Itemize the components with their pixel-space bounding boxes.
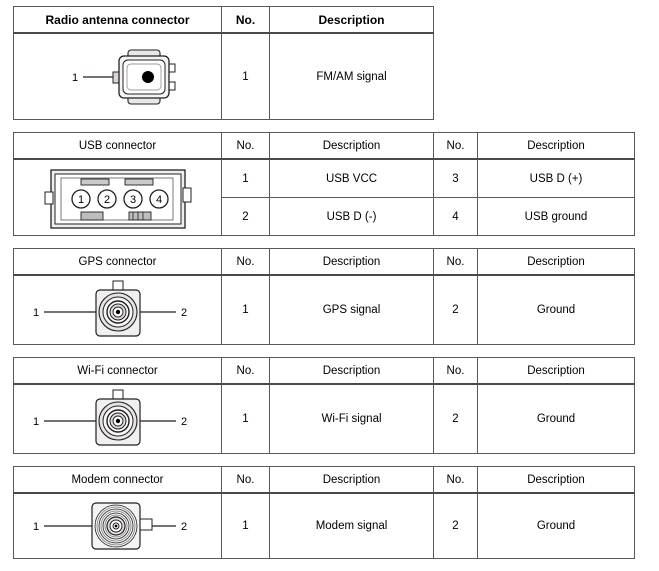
pin-description: Wi-Fi signal [269, 383, 434, 454]
pin-number: 1 [221, 32, 270, 120]
diagram-label-1: 1 [32, 416, 38, 428]
usb-connector-table: USB connector No. Description No. Descri… [13, 132, 635, 236]
column-header-description-2: Description [477, 357, 635, 385]
column-header-no: No. [221, 357, 270, 385]
table-row: 1 2 3 4 1 USB VCC 3 USB D (+) [13, 158, 635, 236]
gps-connector-diagram-cell: 1 2 [13, 274, 222, 345]
column-header-description: Description [269, 248, 434, 276]
modem-connector-diagram-cell: 1 2 [13, 492, 222, 559]
diagram-label-1: 1 [32, 307, 38, 319]
column-header-no-2: No. [433, 248, 478, 276]
pin-description: FM/AM signal [269, 32, 434, 120]
pin-description: USB D (-) [269, 197, 434, 236]
pin-description: Modem signal [269, 492, 434, 559]
column-header-connector: USB connector [13, 132, 222, 160]
column-header-description-2: Description [477, 132, 635, 160]
pin-number: 1 [221, 158, 270, 198]
diagram-label-2: 2 [180, 521, 186, 533]
gps-connector-diagram: 1 2 [14, 278, 221, 342]
column-header-no: No. [221, 6, 270, 34]
pin-number: 1 [221, 492, 270, 559]
radio-antenna-connector-table: Radio antenna connector No. Description … [13, 6, 434, 120]
column-header-no: No. [221, 466, 270, 494]
column-header-connector: GPS connector [13, 248, 222, 276]
pin-description-2: Ground [477, 274, 635, 345]
pin-number-2: 3 [433, 158, 478, 198]
column-header-description: Description [269, 357, 434, 385]
column-header-no: No. [221, 248, 270, 276]
pin-description-2: Ground [477, 383, 635, 454]
pin-number-2: 2 [433, 492, 478, 559]
pin-number-2: 4 [433, 197, 478, 236]
pin-description-2: Ground [477, 492, 635, 559]
pin-number-2: 2 [433, 383, 478, 454]
column-header-description-2: Description [477, 248, 635, 276]
radio-antenna-connector-diagram-cell: 1 [13, 32, 222, 120]
gps-connector-table: GPS connector No. Description No. Descri… [13, 248, 635, 345]
column-header-no-2: No. [433, 132, 478, 160]
diagram-label-2: 2 [180, 416, 186, 428]
table-header-row: GPS connector No. Description No. Descri… [13, 248, 635, 276]
pin-description: GPS signal [269, 274, 434, 345]
diagram-label-2: 2 [180, 307, 186, 319]
diagram-label-1: 1 [32, 521, 38, 533]
table-row: 2 USB D (-) 4 USB ground [14, 197, 635, 236]
pin-number: 1 [221, 383, 270, 454]
column-header-no-2: No. [433, 466, 478, 494]
diagram-label-2: 2 [103, 194, 109, 206]
modem-connector-diagram: 1 2 [14, 497, 221, 555]
table-row: 1 2 [13, 492, 635, 559]
table-header-row: Modem connector No. Description No. Desc… [13, 466, 635, 494]
column-header-connector: Radio antenna connector [13, 6, 222, 34]
table-header-row: Wi-Fi connector No. Description No. Desc… [13, 357, 635, 385]
pin-number: 2 [221, 197, 270, 236]
wifi-connector-diagram-cell: 1 2 [13, 383, 222, 454]
column-header-no-2: No. [433, 357, 478, 385]
column-header-description: Description [269, 466, 434, 494]
table-header-row: USB connector No. Description No. Descri… [13, 132, 635, 160]
connector-pinout-document: Radio antenna connector No. Description … [13, 6, 646, 571]
diagram-label-1: 1 [77, 194, 83, 206]
radio-antenna-connector-diagram: 1 [14, 38, 221, 116]
wifi-connector-table: Wi-Fi connector No. Description No. Desc… [13, 357, 635, 454]
pin-description: USB VCC [269, 158, 434, 198]
diagram-label-3: 3 [129, 194, 135, 206]
table-header-row: Radio antenna connector No. Description [13, 6, 434, 34]
column-header-description: Description [269, 132, 434, 160]
diagram-label-4: 4 [155, 194, 161, 206]
column-header-description: Description [269, 6, 434, 34]
table-row: 1 [13, 32, 434, 120]
usb-connector-diagram: 1 2 3 4 [14, 162, 221, 234]
pin-number: 1 [221, 274, 270, 345]
column-header-connector: Wi-Fi connector [13, 357, 222, 385]
column-header-no: No. [221, 132, 270, 160]
pin-number-2: 2 [433, 274, 478, 345]
pin-description-2: USB ground [477, 197, 635, 236]
column-header-connector: Modem connector [13, 466, 222, 494]
pin-description-2: USB D (+) [477, 158, 635, 198]
table-row: 1 2 [13, 383, 635, 454]
table-row: 1 2 [13, 274, 635, 345]
modem-connector-table: Modem connector No. Description No. Desc… [13, 466, 635, 559]
column-header-description-2: Description [477, 466, 635, 494]
usb-connector-diagram-cell: 1 2 3 4 [13, 158, 222, 236]
wifi-connector-diagram: 1 2 [14, 387, 221, 451]
diagram-label-1: 1 [71, 72, 77, 84]
